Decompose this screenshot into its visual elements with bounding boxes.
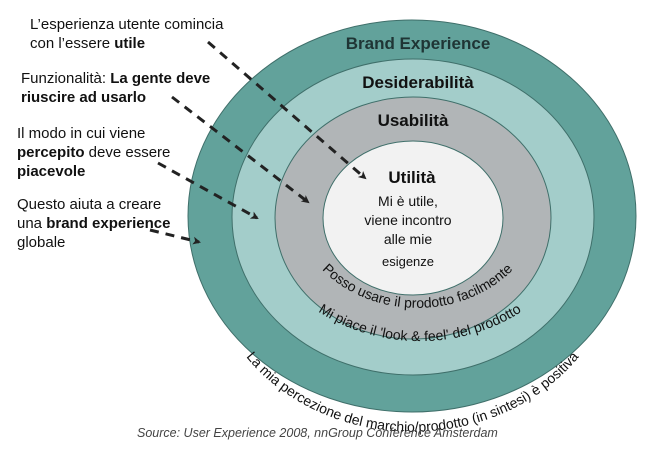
note-text: globale xyxy=(17,234,66,251)
arrow-to-brand-experience xyxy=(149,228,201,245)
note-line: percepito deve essere xyxy=(17,143,170,162)
note-text-bold: riuscire ad usarlo xyxy=(21,89,147,106)
title-utilita: Utilità xyxy=(388,168,436,187)
note-text: Questo aiuta a creare xyxy=(17,196,162,213)
arrow-to-desiderabilita xyxy=(157,161,259,220)
title-brand-experience: Brand Experience xyxy=(346,34,491,53)
title-usabilita: Usabilità xyxy=(378,111,449,130)
note-line: una brand experience xyxy=(17,214,170,233)
note-text: L’esperienza utente comincia xyxy=(30,16,224,33)
note-text: una xyxy=(17,215,47,232)
note-text-bold: percepito xyxy=(17,144,85,161)
note-text: deve essere xyxy=(84,144,171,161)
utilita-line-4: esigenze xyxy=(382,254,434,269)
note-line: riuscire ad usarlo xyxy=(21,88,210,107)
core-utilita xyxy=(322,140,504,296)
note-line: globale xyxy=(17,233,170,252)
utilita-line-1: Mi è utile, xyxy=(378,193,438,209)
note-line: Il modo in cui viene xyxy=(17,124,170,143)
arrow-to-utilita xyxy=(207,40,367,180)
note-text-bold: brand experience xyxy=(46,215,171,232)
note-line: Questo aiuta a creare xyxy=(17,195,170,214)
note-text-bold: piacevole xyxy=(17,163,86,180)
utilita-line-3: alle mie xyxy=(384,231,432,247)
note-text: Il modo in cui viene xyxy=(17,125,146,142)
utilita-line-2: viene incontro xyxy=(364,212,451,228)
note-text: Funzionalità: xyxy=(21,70,111,87)
source-caption: Source: User Experience 2008, nnGroup Co… xyxy=(137,426,498,440)
title-desiderabilita: Desiderabilità xyxy=(362,73,474,92)
note-text: con l’essere xyxy=(30,35,115,52)
note-text-bold: utile xyxy=(114,35,146,52)
note-text-bold: La gente deve xyxy=(110,70,211,87)
note-line: L’esperienza utente comincia xyxy=(30,15,223,34)
note-line: Funzionalità: La gente deve xyxy=(21,69,210,88)
note-line: piacevole xyxy=(17,162,170,181)
note-line: con l’essere utile xyxy=(30,34,223,53)
arrow-to-usabilita xyxy=(171,95,310,204)
